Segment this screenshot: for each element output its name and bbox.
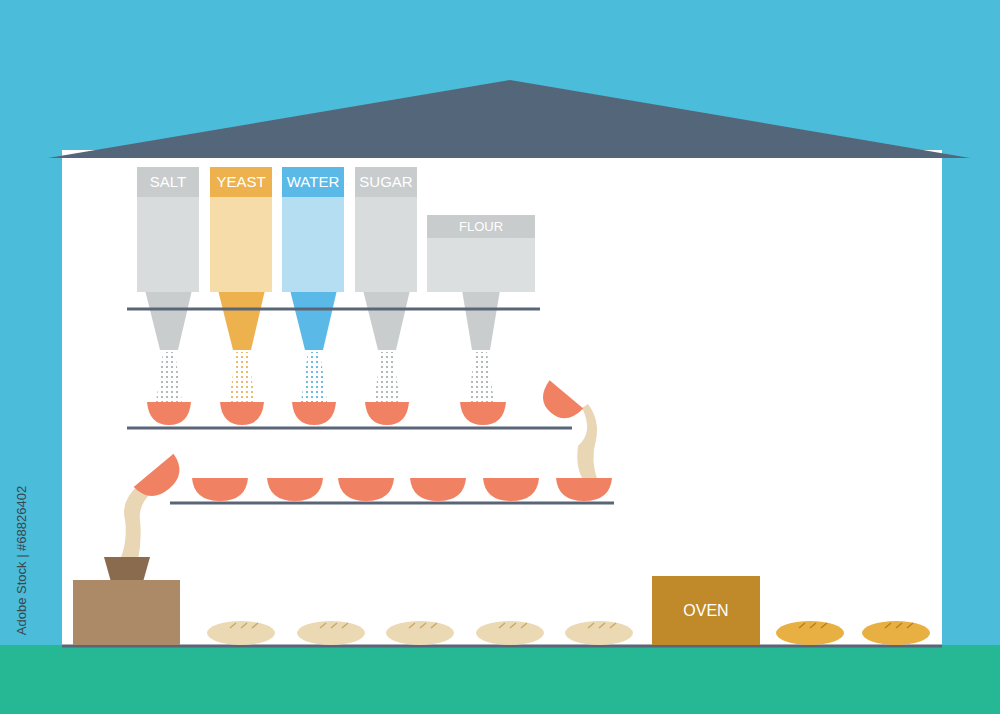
flour-hopper: FLOUR	[427, 215, 535, 292]
oven-box: OVEN	[652, 576, 760, 645]
sugar-hopper: SUGAR	[355, 167, 417, 292]
yeast-hopper: YEAST	[210, 167, 272, 292]
stock-id: Adobe Stock | #68826402	[15, 485, 30, 634]
ingredient-label: SALT	[137, 167, 199, 190]
salt-hopper: SALT	[137, 167, 199, 292]
ingredient-label: SUGAR	[355, 167, 417, 190]
ingredient-label: WATER	[282, 167, 344, 190]
water-hopper: WATER	[282, 167, 344, 292]
ingredient-label: YEAST	[210, 167, 272, 190]
ingredient-label: FLOUR	[427, 215, 535, 234]
oven-label: OVEN	[652, 576, 760, 645]
